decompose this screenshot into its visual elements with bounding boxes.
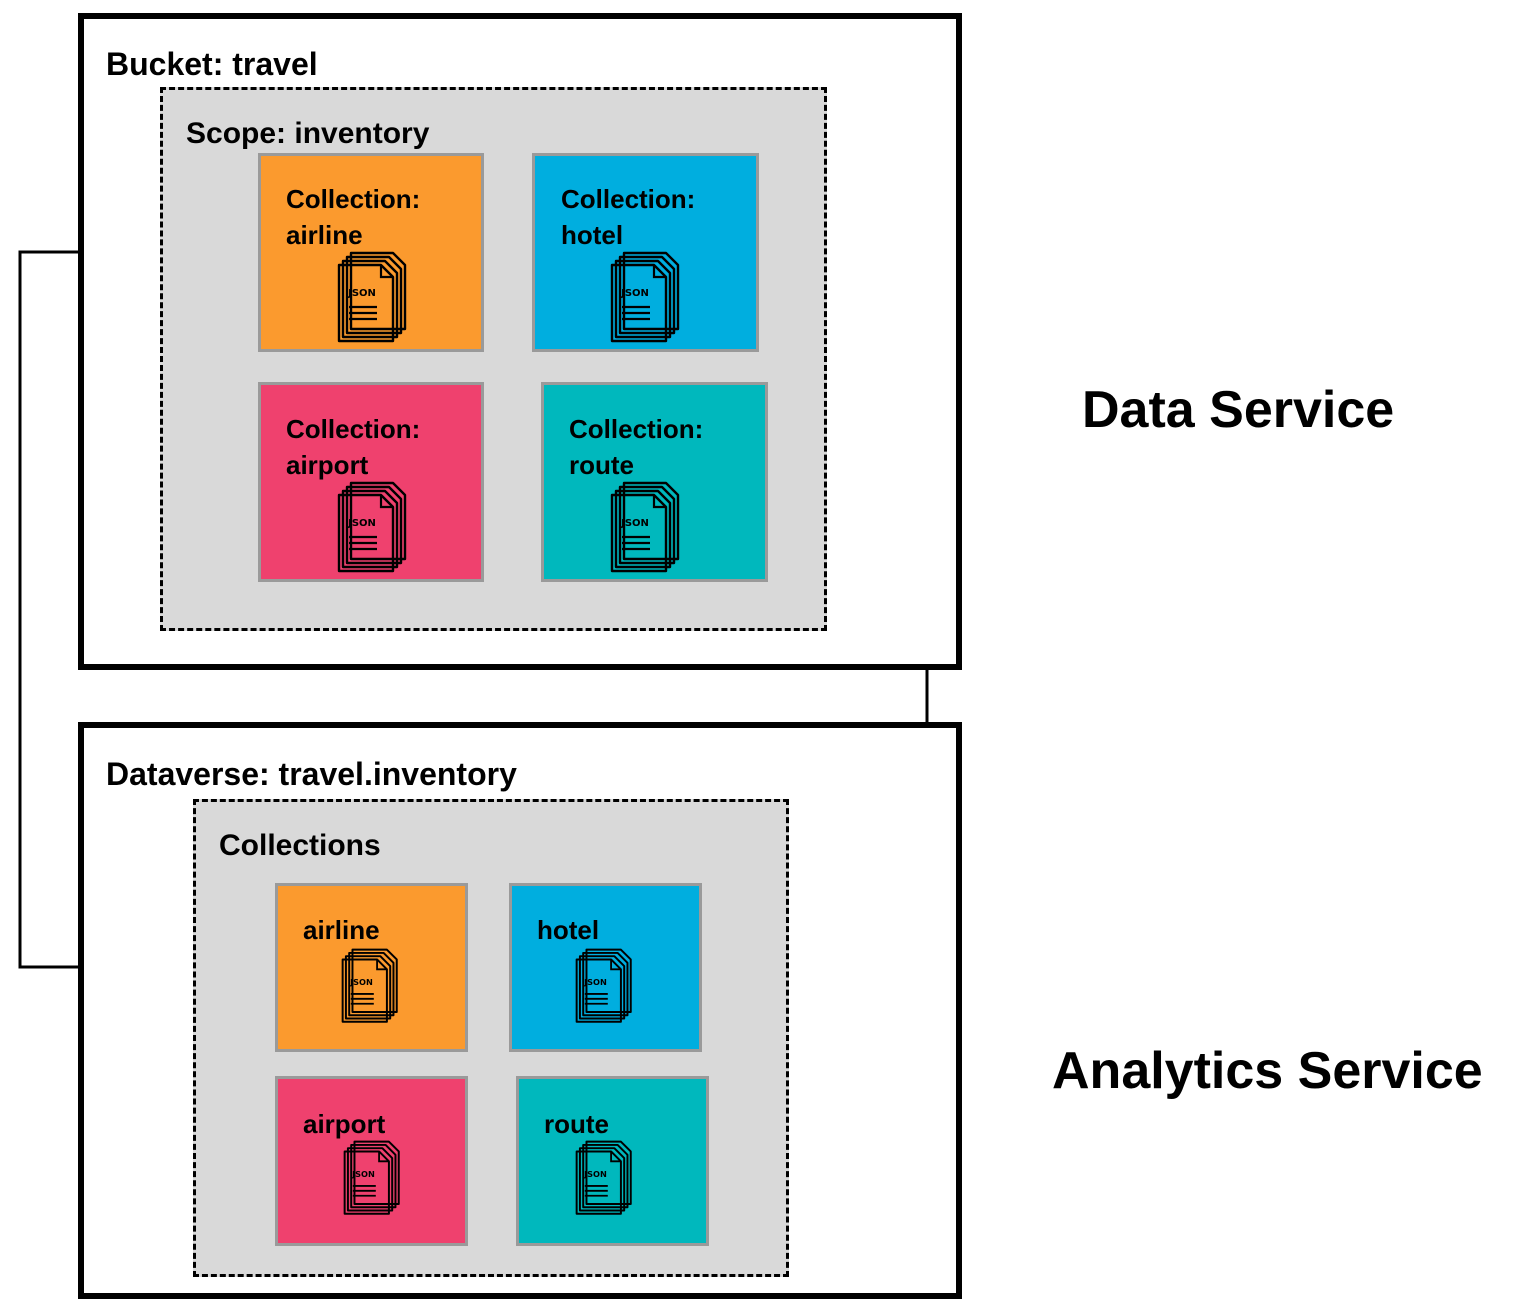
analytics-collection-airport[interactable]: airport JSON [275,1076,468,1246]
collection-title: Collection: airport [286,414,421,480]
svg-text:JSON: JSON [349,977,373,987]
svg-text:JSON: JSON [347,518,376,529]
json-documents-icon: JSON [337,251,409,348]
dataverse-label: Dataverse: travel.inventory [106,756,517,792]
svg-text:JSON: JSON [583,1169,607,1179]
json-documents-icon: JSON [610,481,682,578]
svg-text:JSON: JSON [620,518,649,529]
collections-label: Collections [219,829,381,862]
collection-title: airline [303,915,380,945]
json-documents-icon: JSON [343,1140,402,1220]
scope-label: Scope: inventory [186,117,430,150]
collection-route[interactable]: Collection: route JSON [541,382,768,582]
analytics-collection-hotel[interactable]: hotel JSON [509,883,702,1052]
collection-title: route [544,1109,609,1139]
svg-text:JSON: JSON [351,1169,375,1179]
svg-text:JSON: JSON [347,288,376,299]
json-documents-icon: JSON [575,948,634,1028]
svg-text:JSON: JSON [583,977,607,987]
collection-airline[interactable]: Collection: airline JSON [258,153,484,352]
json-documents-icon: JSON [610,251,682,348]
data-service-label: Data Service [1082,381,1395,439]
collection-title: Collection: hotel [561,184,696,250]
collection-title: hotel [537,915,600,945]
svg-text:JSON: JSON [620,288,649,299]
collection-airport[interactable]: Collection: airport JSON [258,382,484,582]
collection-title: Collection: route [569,414,704,480]
json-documents-icon: JSON [337,481,409,578]
bucket-label: Bucket: travel [106,46,318,82]
collection-hotel[interactable]: Collection: hotel JSON [532,153,759,352]
collection-title: airport [303,1109,386,1139]
analytics-collection-route[interactable]: route JSON [516,1076,709,1246]
analytics-service-label: Analytics Service [1052,1042,1483,1100]
analytics-collection-airline[interactable]: airline JSON [275,883,468,1052]
collection-title: Collection: airline [286,184,421,250]
json-documents-icon: JSON [575,1140,634,1220]
json-documents-icon: JSON [341,948,400,1028]
